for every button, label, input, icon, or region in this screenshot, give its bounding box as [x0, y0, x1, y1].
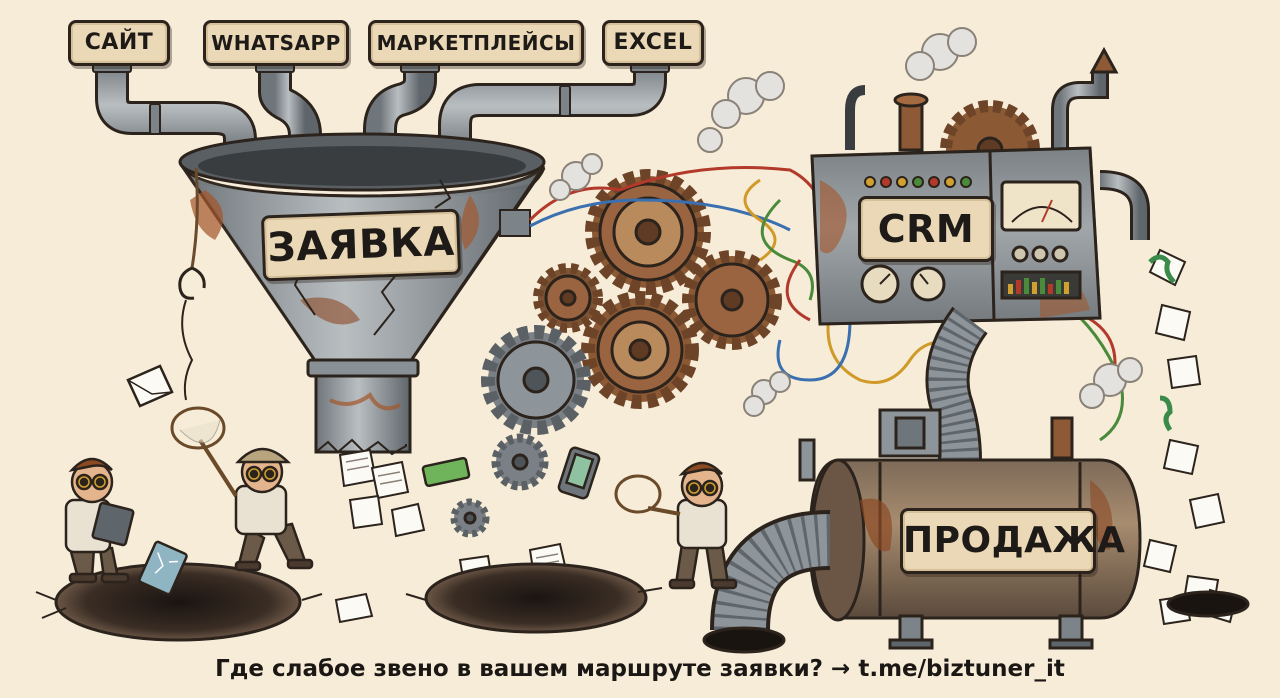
flying-items	[126, 254, 1176, 500]
footer-link[interactable]: t.me/biztuner_it	[858, 656, 1065, 682]
rope-hook	[178, 167, 206, 401]
sale-label: ПРОДАЖА	[900, 508, 1125, 574]
footer-caption: Где слабое звено в вашем маршруте заявки…	[0, 656, 1280, 682]
funnel-label: ЗАЯВКА	[260, 208, 462, 282]
dropped-tablet	[138, 540, 188, 596]
crm-machine	[810, 46, 1150, 326]
gears	[450, 169, 782, 538]
drain-pipe	[702, 510, 1250, 654]
worker-middle	[170, 406, 314, 572]
hose	[925, 306, 988, 461]
worker-left	[64, 457, 135, 584]
funnel	[178, 132, 546, 456]
source-sign-excel: EXCEL	[602, 20, 704, 66]
source-sign-whatsapp: WHATSAPP	[203, 20, 349, 66]
footer-question: Где слабое звено в вашем маршруте заявки…	[215, 656, 824, 682]
steam	[549, 27, 1143, 417]
crm-label: CRM	[858, 196, 994, 262]
source-sign-marketplaces: МАРКЕТПЛЕЙСЫ	[368, 20, 584, 66]
source-pipes	[95, 60, 667, 162]
arrow-icon: →	[831, 656, 851, 682]
worker-right	[614, 461, 738, 590]
source-sign-site: САЙТ	[68, 20, 170, 66]
